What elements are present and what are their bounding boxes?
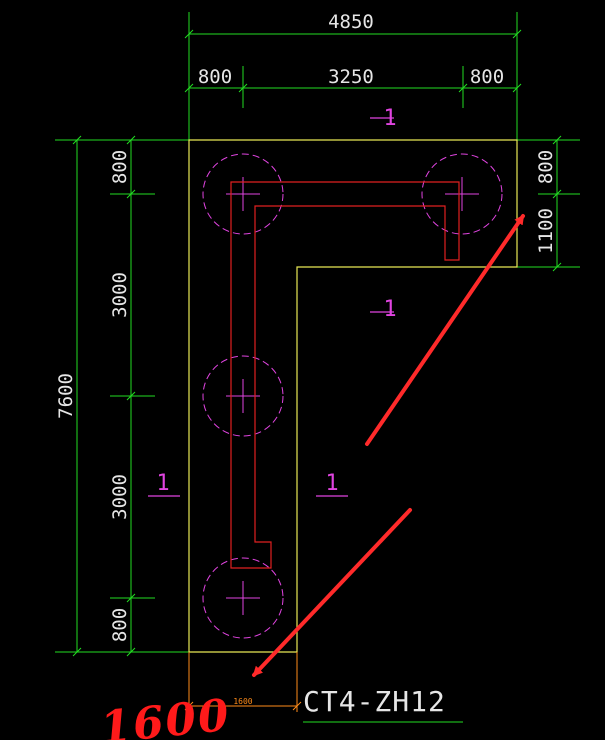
dim-text-seg-lower: 3000: [109, 474, 131, 520]
dim-text-left-width: 800: [198, 66, 232, 88]
tick: [184, 29, 194, 39]
tick: [72, 135, 82, 145]
top-dimension-group: [184, 12, 522, 140]
tick: [238, 83, 248, 93]
pile-middle-left: [202, 355, 284, 437]
tick: [126, 391, 136, 401]
dim-text-right-width: 800: [470, 66, 504, 88]
section-mark-text: 1: [383, 297, 396, 322]
section-mark-right: 1: [316, 471, 348, 497]
dim-text-overall-height: 7600: [55, 373, 77, 419]
pile-top-right: [421, 153, 503, 235]
handwritten-note: 1600: [98, 690, 233, 740]
pile-group: [202, 153, 503, 639]
annotation-arrow-up: [365, 214, 525, 446]
section-mark-text: 1: [325, 471, 338, 496]
tick: [552, 189, 562, 199]
pile-top-left: [202, 153, 284, 235]
tick: [512, 29, 522, 39]
dim-text-bottom-width: 1600: [233, 697, 252, 706]
tick: [126, 647, 136, 657]
dim-text-middle-width: 3250: [328, 66, 374, 88]
section-mark-text: 1: [156, 471, 169, 496]
tick: [552, 135, 562, 145]
dim-text-seg-bottom: 800: [109, 608, 131, 642]
right-dimension-group: [517, 135, 580, 272]
tick: [552, 262, 562, 272]
section-mark-left: 1: [148, 471, 180, 497]
dim-text-overall-width: 4850: [328, 11, 374, 33]
tick: [126, 189, 136, 199]
tick: [126, 135, 136, 145]
pile-cap-label: CT4-ZH12: [303, 685, 446, 718]
tick: [184, 83, 194, 93]
bottom-dimension-group: [184, 652, 302, 712]
dim-text-right-top: 800: [535, 150, 557, 184]
tick: [184, 701, 194, 711]
section-mark-top: 1: [370, 106, 397, 131]
dim-text-seg-upper: 3000: [109, 272, 131, 318]
section-mark-inner: 1: [370, 297, 397, 322]
dim-text-seg-top: 800: [109, 150, 131, 184]
dim-text-right-lower: 1100: [535, 208, 557, 254]
tick: [512, 83, 522, 93]
rebar-outline: [230, 181, 460, 569]
pile-bottom-left: [202, 557, 284, 639]
tick: [458, 83, 468, 93]
annotation-arrow-down: [252, 508, 412, 677]
left-dimension-group: [55, 135, 190, 657]
tick: [292, 701, 302, 711]
tick: [126, 593, 136, 603]
tick: [72, 647, 82, 657]
